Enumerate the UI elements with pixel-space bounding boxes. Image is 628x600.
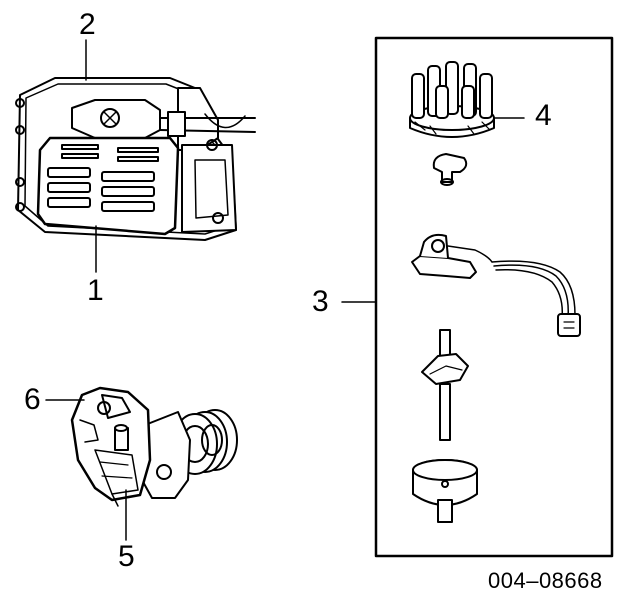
- distributor-shaft: [421, 329, 469, 441]
- rotor: [432, 153, 468, 186]
- reference-code: 004–08668: [488, 568, 603, 593]
- distributor-housing: [412, 459, 478, 523]
- connector-bracket: [71, 99, 161, 139]
- callout-3: 3: [312, 285, 329, 318]
- bracket-body: [70, 386, 152, 502]
- pickup-bracket-assembly: [70, 386, 238, 507]
- callout-5: 5: [118, 540, 135, 573]
- callout-4: 4: [535, 99, 552, 132]
- distributor-kit-frame: [374, 36, 614, 558]
- ignition-module-assembly: [15, 77, 256, 241]
- distributor-cap: [409, 61, 495, 138]
- callout-6: 6: [24, 383, 41, 416]
- callout-2: 2: [79, 8, 96, 41]
- callout-1: 1: [87, 274, 104, 307]
- pickup-coil-harness: [411, 233, 581, 337]
